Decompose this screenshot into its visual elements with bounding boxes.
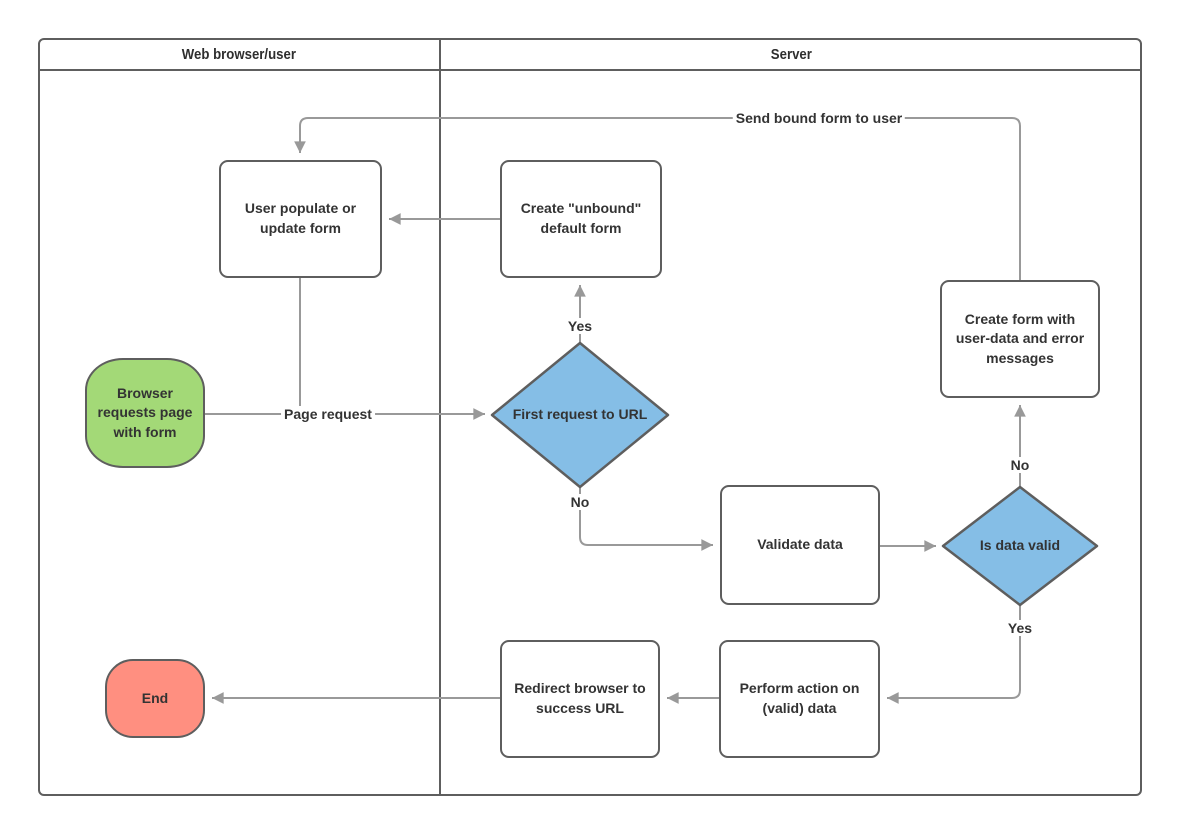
node-label: Browser requests page with form [97, 384, 193, 440]
node-first-request-label: First request to URL [505, 393, 655, 437]
node-validate-data: Validate data [720, 485, 880, 605]
node-label: Create form with user-data and error mes… [955, 310, 1085, 366]
edge-label-page-request: Page request [281, 406, 375, 422]
edge-label-valid-no: No [1007, 457, 1033, 473]
edge-label-send-bound-form: Send bound form to user [732, 110, 906, 126]
node-label: Perform action on (valid) data [739, 680, 860, 716]
lane-title-text: Server [770, 45, 812, 63]
node-label: Validate data [757, 536, 843, 553]
node-label: First request to URL [512, 406, 648, 423]
edge-label-first-yes: Yes [564, 318, 596, 334]
node-is-data-valid-label: Is data valid [945, 536, 1095, 556]
edge-label-first-no: No [567, 494, 593, 510]
node-label: User populate or update form [244, 200, 357, 236]
node-start: Browser requests page with form [85, 358, 205, 468]
node-create-unbound: Create "unbound" default form [500, 160, 662, 278]
node-user-populate: User populate or update form [219, 160, 382, 278]
node-label: Is data valid [979, 537, 1061, 554]
lane-title-server: Server [440, 38, 1142, 70]
node-perform-action: Perform action on (valid) data [719, 640, 880, 758]
swimlane-divider [439, 38, 441, 796]
node-end: End [105, 659, 205, 738]
lane-title-text: Web browser/user [181, 45, 297, 63]
node-label: Create "unbound" default form [520, 200, 642, 236]
edge-label-valid-yes: Yes [1004, 620, 1036, 636]
lane-title-web-browser: Web browser/user [38, 38, 440, 70]
node-label: Redirect browser to success URL [514, 680, 646, 716]
node-create-form-errors: Create form with user-data and error mes… [940, 280, 1100, 398]
node-redirect-browser: Redirect browser to success URL [500, 640, 660, 758]
node-label: End [141, 689, 169, 706]
swimlane-frame [38, 38, 1142, 796]
swimlane-header-separator [38, 69, 1142, 71]
